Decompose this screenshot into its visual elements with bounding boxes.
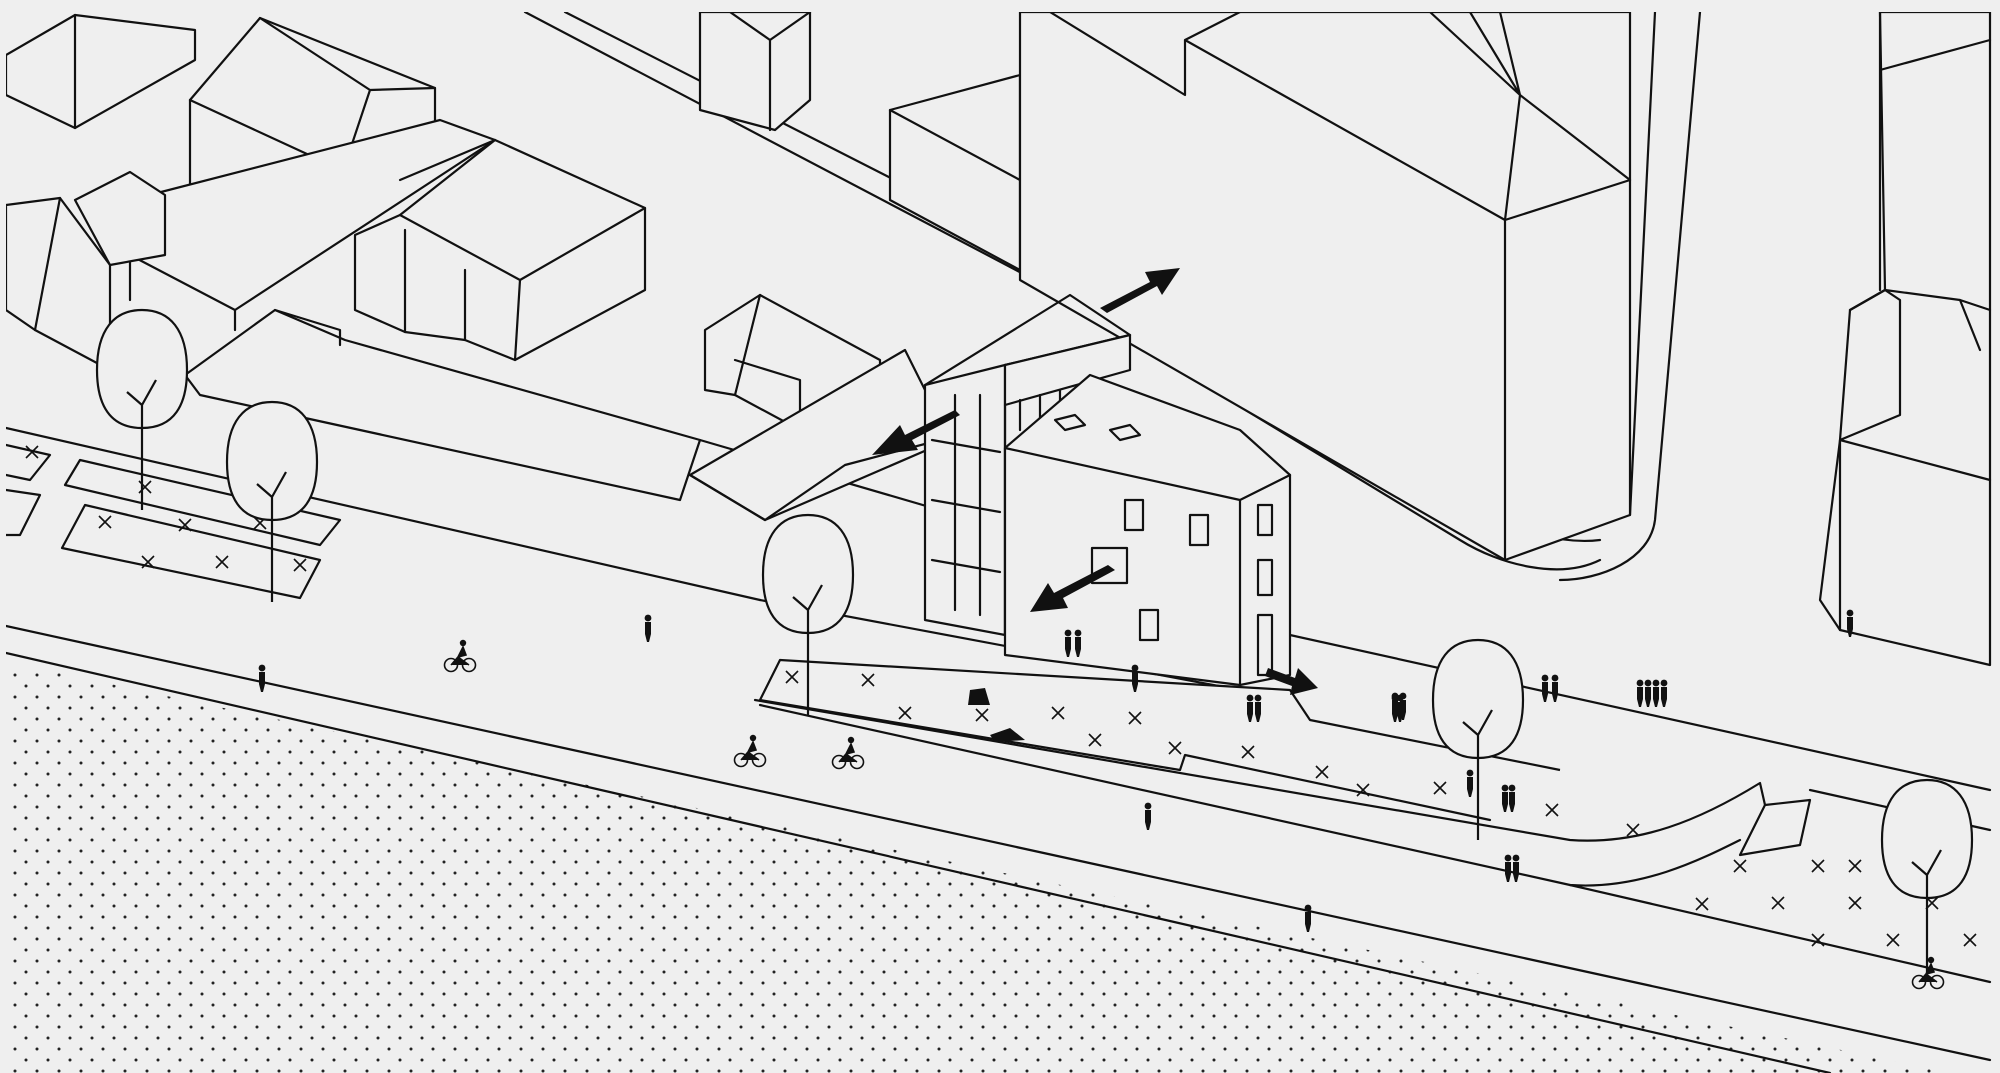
planter-icon <box>293 558 307 572</box>
pedestrian-icon <box>1652 679 1660 707</box>
top-middle-buildings <box>698 12 1022 272</box>
low-shed <box>183 308 942 512</box>
street-lines <box>6 426 1992 1073</box>
tree-icon <box>1880 778 1974 982</box>
planter-icon <box>785 670 799 684</box>
planter-icon <box>1848 896 1862 910</box>
planter-icon <box>861 673 875 687</box>
planter-icon <box>1733 859 1747 873</box>
pedestrian-icon <box>1551 674 1559 702</box>
tree-icon <box>225 400 319 604</box>
planter-icon <box>1963 933 1977 947</box>
planter-icon <box>215 555 229 569</box>
planter-icon <box>1356 783 1370 797</box>
planter-icon <box>1848 859 1862 873</box>
plaza-figures <box>968 668 1025 742</box>
pedestrian-icon <box>1501 784 1509 812</box>
pedestrian-icon <box>258 664 266 692</box>
cyclist-icon <box>831 735 865 770</box>
planter-icon <box>1088 733 1102 747</box>
extension-block <box>923 293 1132 637</box>
planter-icon <box>98 515 112 529</box>
building-right <box>1818 12 1992 667</box>
planter-icon <box>1545 803 1559 817</box>
pedestrian-icon <box>1466 769 1474 797</box>
planter-icon <box>1433 781 1447 795</box>
planter-icon <box>1051 706 1065 720</box>
planter-icon <box>975 708 989 722</box>
planter-icon <box>1811 933 1825 947</box>
planter-icon <box>1315 765 1329 779</box>
pedestrian-icon <box>1144 802 1152 830</box>
planter-icon <box>1128 711 1142 725</box>
arrow-icon <box>872 410 960 455</box>
central-house <box>1003 373 1292 687</box>
arrows <box>872 268 1318 695</box>
arrow-icon <box>1030 565 1115 612</box>
planter-icon <box>25 445 39 459</box>
tree-icon <box>95 308 189 512</box>
cyclist-icon <box>733 733 767 768</box>
dotted-ground <box>6 662 1950 1073</box>
planter-icon <box>178 518 192 532</box>
tree-icon <box>761 513 855 717</box>
pedestrian-icon <box>1644 679 1652 707</box>
planter-icon <box>138 480 152 494</box>
pedestrian-icon <box>1541 674 1549 702</box>
pedestrian-icon <box>1660 679 1668 707</box>
arrow-icon <box>1265 668 1318 695</box>
planter-marks <box>25 445 1977 947</box>
planter-icon <box>1626 823 1640 837</box>
pedestrian-icon <box>1512 854 1520 882</box>
tower <box>1018 12 1702 582</box>
house-top-left <box>6 13 197 130</box>
planter-icon <box>1886 933 1900 947</box>
planter-icon <box>1241 745 1255 759</box>
planter-icon <box>1771 896 1785 910</box>
plaza <box>758 658 1561 822</box>
pedestrian-icon <box>1636 679 1644 707</box>
planter-icon <box>1811 859 1825 873</box>
pedestrian-icon <box>1304 904 1312 932</box>
house-gable-middle <box>353 138 647 362</box>
planter-icon <box>1168 741 1182 755</box>
cyclist-icon <box>443 638 477 673</box>
planter-icon <box>1695 897 1709 911</box>
pedestrian-icon <box>644 614 652 642</box>
planter-icon <box>141 555 155 569</box>
arrow-icon <box>1100 268 1180 313</box>
planter-icon <box>898 706 912 720</box>
pedestrian-icon <box>1504 854 1512 882</box>
pedestrian-icon <box>1508 784 1516 812</box>
